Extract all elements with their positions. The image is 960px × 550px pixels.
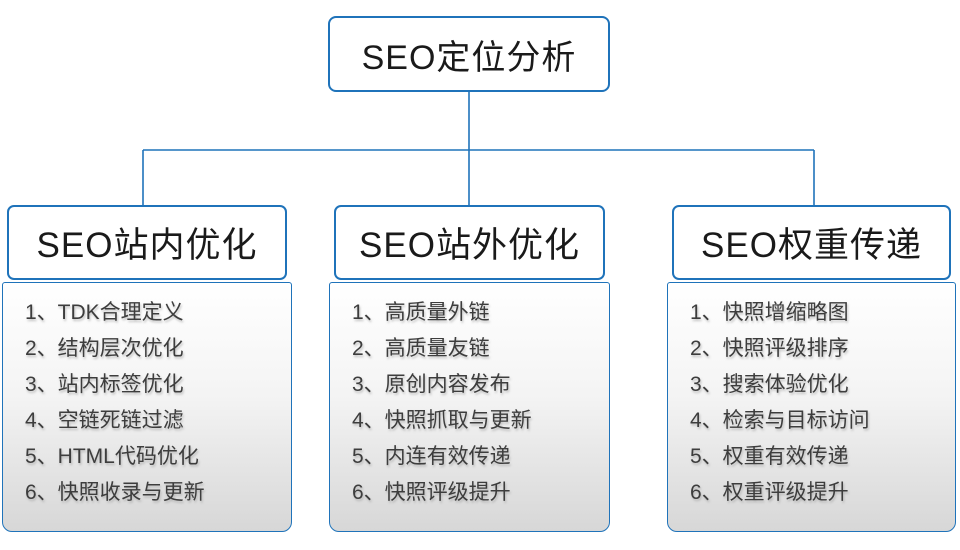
column-weight-list: 1、快照增缩略图 2、快照评级排序 3、搜索体验优化 4、检索与目标访问 5、权…: [667, 282, 956, 532]
list-item: 1、TDK合理定义: [25, 301, 184, 324]
list-item: 5、权重有效传递: [690, 445, 849, 468]
list-item: 6、快照收录与更新: [25, 481, 205, 504]
list-item: 3、原创内容发布: [352, 373, 511, 396]
list-item: 4、快照抓取与更新: [352, 409, 532, 432]
list-item: 2、结构层次优化: [25, 337, 184, 360]
list-item: 6、权重评级提升: [690, 481, 849, 504]
list-item: 4、空链死链过滤: [25, 409, 184, 432]
list-item: 3、站内标签优化: [25, 373, 184, 396]
root-node: SEO定位分析: [328, 16, 610, 92]
list-item: 2、快照评级排序: [690, 337, 849, 360]
list-item: 4、检索与目标访问: [690, 409, 870, 432]
column-offsite-list: 1、高质量外链 2、高质量友链 3、原创内容发布 4、快照抓取与更新 5、内连有…: [329, 282, 610, 532]
column-onsite-title: SEO站内优化: [36, 226, 258, 265]
column-offsite-header: SEO站外优化: [334, 205, 605, 280]
column-weight-header: SEO权重传递: [672, 205, 951, 280]
list-item: 6、快照评级提升: [352, 481, 511, 504]
column-offsite-title: SEO站外优化: [359, 226, 580, 265]
list-item: 1、快照增缩略图: [690, 301, 849, 324]
list-item: 2、高质量友链: [352, 337, 490, 360]
column-onsite: SEO站内优化 1、TDK合理定义 2、结构层次优化 3、站内标签优化 4、空链…: [2, 205, 292, 532]
column-weight: SEO权重传递 1、快照增缩略图 2、快照评级排序 3、搜索体验优化 4、检索与…: [667, 205, 956, 532]
column-onsite-list: 1、TDK合理定义 2、结构层次优化 3、站内标签优化 4、空链死链过滤 5、H…: [2, 282, 292, 532]
list-item: 5、内连有效传递: [352, 445, 511, 468]
column-weight-title: SEO权重传递: [701, 226, 922, 265]
column-offsite: SEO站外优化 1、高质量外链 2、高质量友链 3、原创内容发布 4、快照抓取与…: [329, 205, 610, 532]
list-item: 5、HTML代码优化: [25, 445, 199, 468]
list-item: 1、高质量外链: [352, 301, 490, 324]
column-onsite-header: SEO站内优化: [7, 205, 287, 280]
root-node-title: SEO定位分析: [361, 38, 577, 77]
list-item: 3、搜索体验优化: [690, 373, 849, 396]
